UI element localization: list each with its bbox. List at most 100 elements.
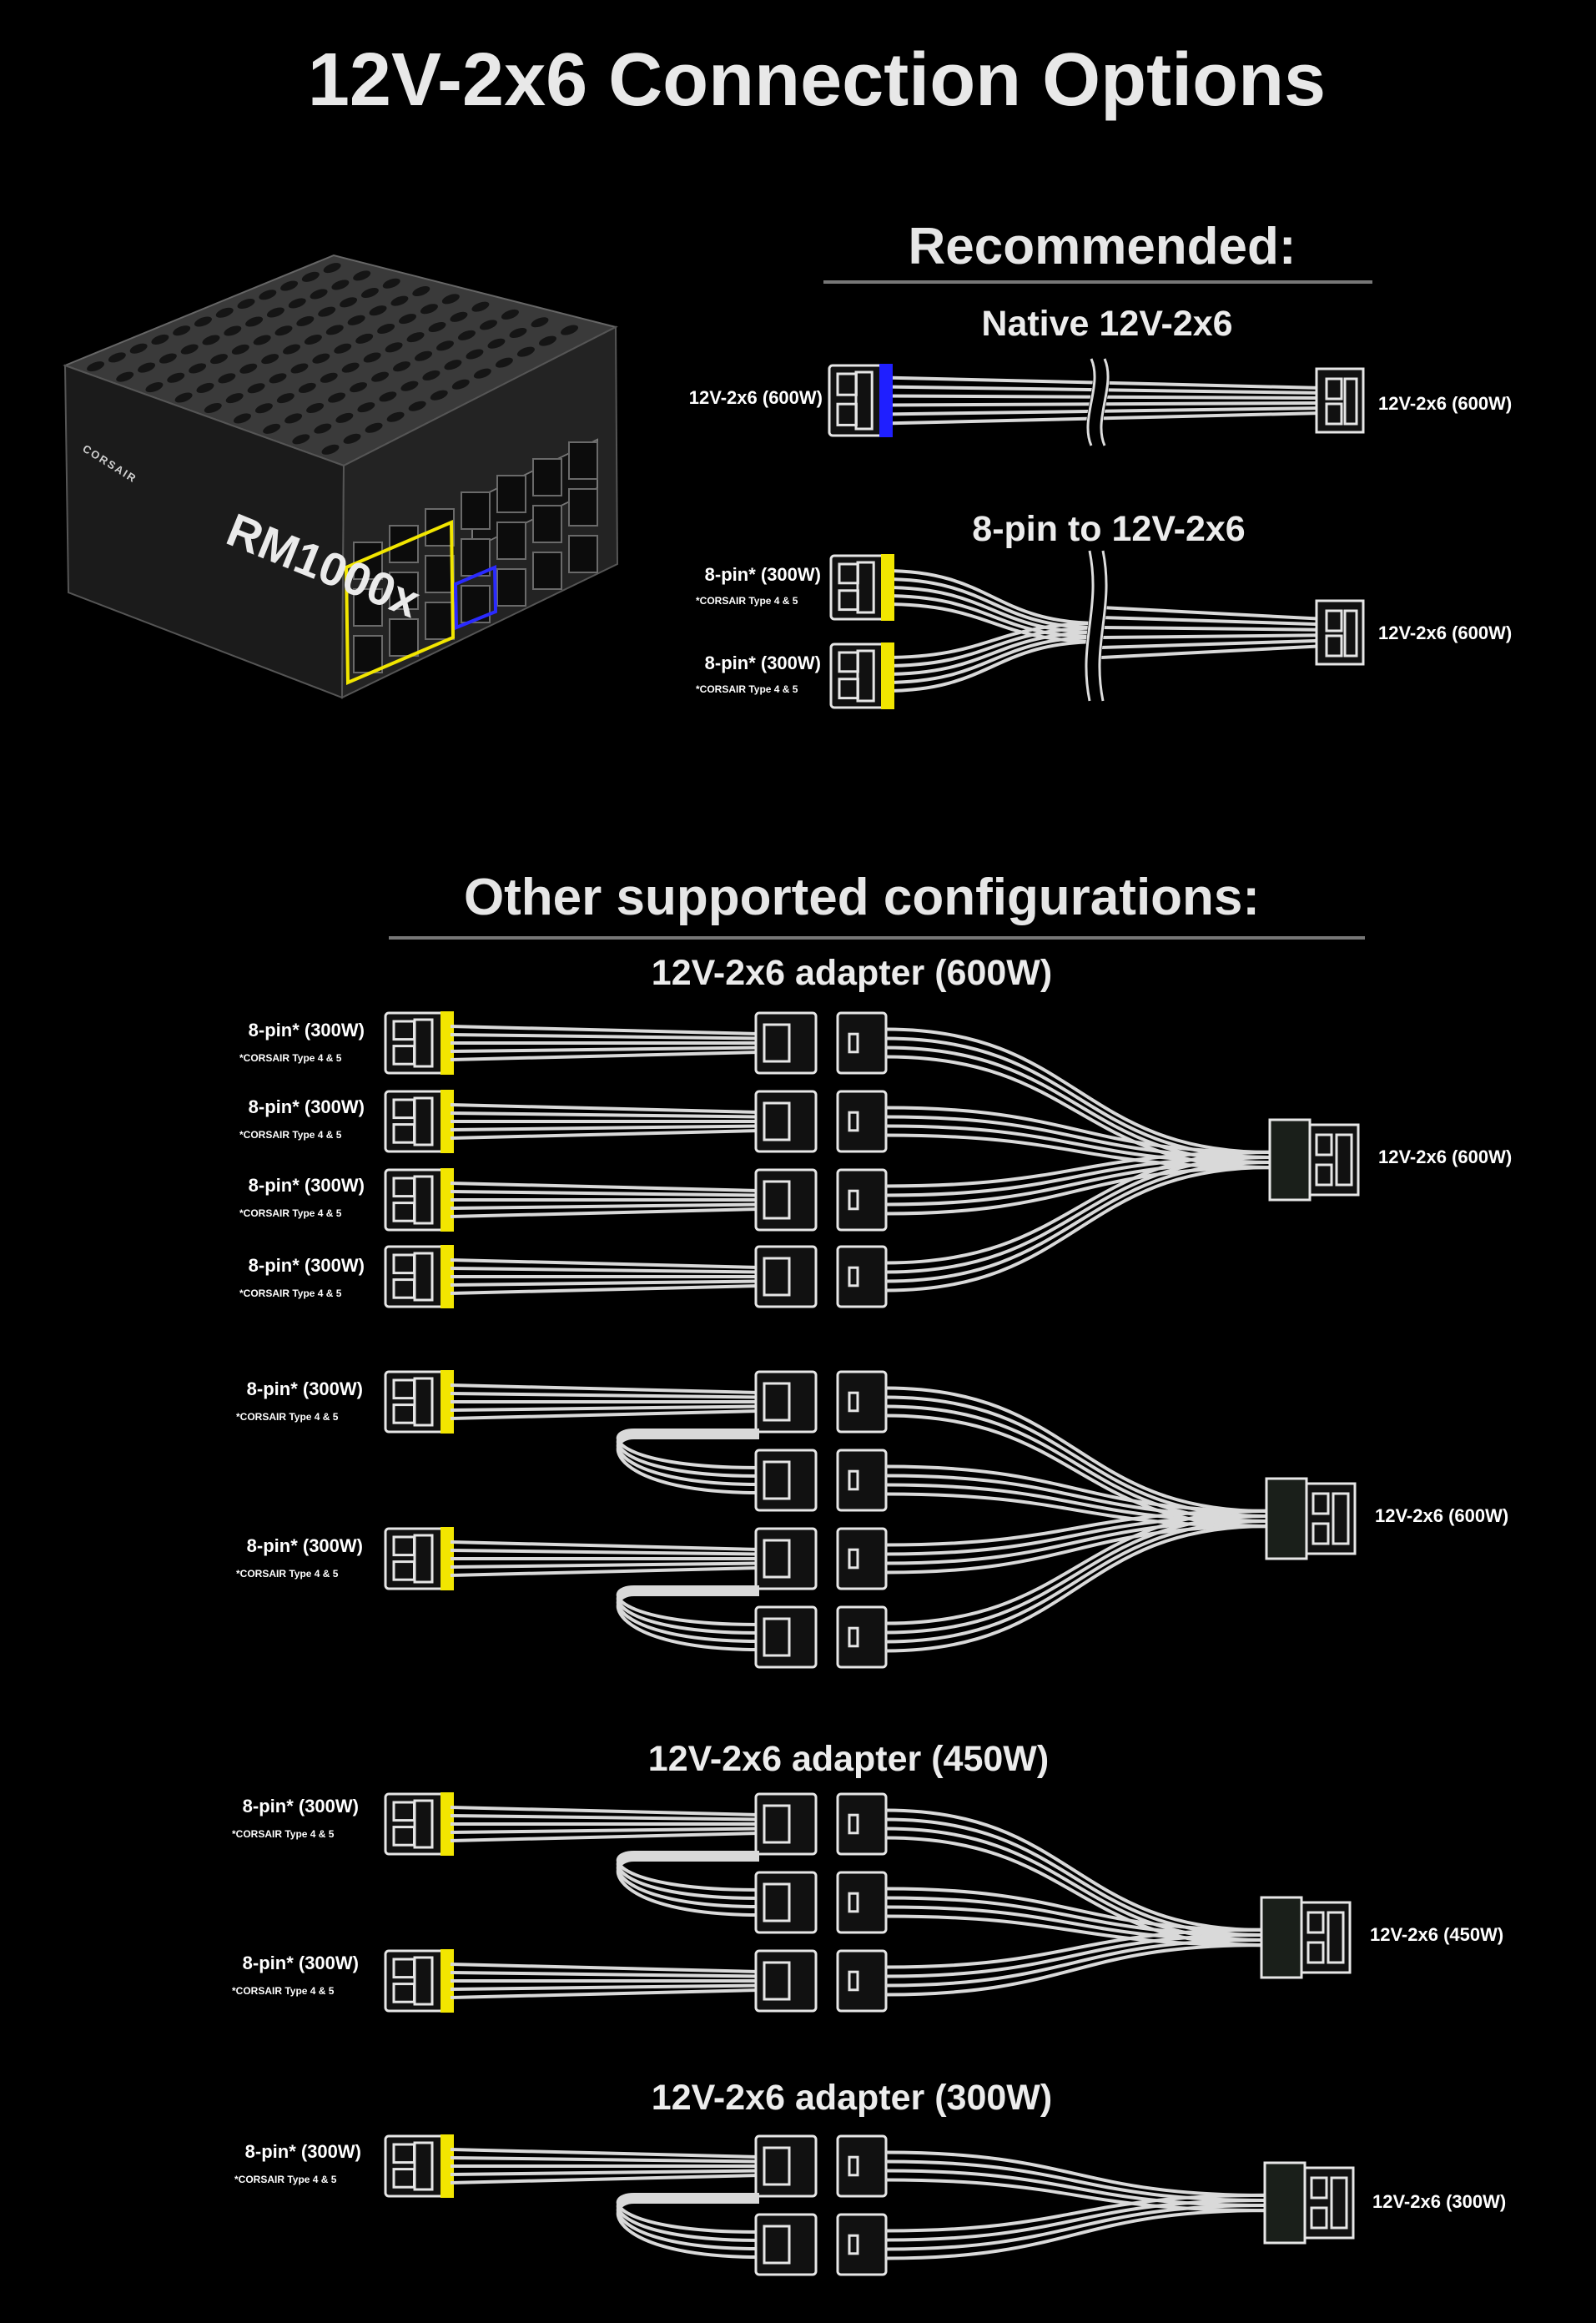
wire (450, 1182, 760, 1192)
connector-latch (413, 1018, 434, 1068)
native-left-label: 12V-2x6 (600W) (689, 387, 823, 408)
grille-hole (386, 411, 405, 422)
grille-hole (145, 382, 164, 393)
other-heading: Other supported configurations: (464, 869, 1260, 926)
socket-body (836, 1527, 888, 1590)
a450-label-2: 8-pin* (300W) (243, 1953, 359, 1973)
extension-end (754, 2213, 818, 2276)
adapter-450-diagram (384, 1792, 1352, 2013)
socket-body (836, 1168, 888, 1232)
extension-end (754, 1370, 818, 1434)
extension-pin (763, 1023, 791, 1063)
grille-hole (253, 335, 271, 345)
grille-hole (225, 393, 244, 404)
adapter-600-two-input-diagram (384, 1370, 1357, 1669)
adapter-300-title: 12V-2x6 adapter (300W) (652, 2078, 1052, 2118)
a600-two-note-2: *CORSAIR Type 4 & 5 (236, 1568, 339, 1580)
pcie-8pin-connector (384, 1168, 454, 1232)
a600-four-note-3: *CORSAIR Type 4 & 5 (239, 1207, 342, 1219)
grille-hole (466, 349, 484, 360)
adapter-socket (836, 1871, 888, 1934)
grille-hole (298, 382, 316, 393)
native-12v-2x6-cable (828, 355, 1365, 449)
wire (450, 1561, 760, 1569)
extension-end (754, 1527, 818, 1590)
grille-hole (509, 327, 527, 339)
grille-hole (399, 314, 416, 325)
pcie-port-highlight (344, 519, 456, 686)
wire-bundle (450, 1540, 760, 1577)
wire (885, 1509, 1267, 1547)
wire (616, 1436, 760, 1494)
extension-pin (763, 1257, 791, 1297)
connector-marker (881, 554, 894, 621)
grille-hole (284, 413, 303, 424)
wire (1100, 638, 1319, 649)
pcie-8pin-connector (828, 364, 893, 437)
grille-hole (365, 422, 383, 433)
a600-four-note-2: *CORSAIR Type 4 & 5 (239, 1129, 342, 1141)
socket-key (848, 1189, 859, 1211)
hub-face (1308, 1123, 1360, 1197)
wire-bundle (885, 1150, 1271, 1293)
pcie-8pin-connector (384, 1370, 454, 1434)
socket-body (836, 2213, 888, 2276)
grille-hole (204, 402, 222, 413)
wire (616, 1590, 760, 1643)
a450-label-1: 8-pin* (300W) (243, 1796, 359, 1817)
socket-key (848, 1266, 859, 1287)
psu-port (532, 552, 562, 590)
wire (1100, 606, 1319, 621)
extension-pin (763, 1460, 791, 1500)
adapter-socket (836, 2134, 888, 2198)
grille-hole (151, 334, 169, 345)
grille-hole (353, 270, 371, 281)
extension-pin (763, 1961, 791, 2001)
eight-pin-label-1: 8-pin* (300W) (705, 564, 821, 585)
wire (885, 1150, 1271, 1188)
psu-port (568, 535, 598, 573)
break-line (1098, 550, 1108, 702)
pcie-8pin-connector (384, 2134, 454, 2198)
wire (450, 1258, 760, 1269)
wire (885, 1932, 1262, 1978)
wire (885, 2204, 1266, 2251)
socket-key (848, 1391, 859, 1413)
wire (450, 1963, 760, 1973)
a600-four-note-4: *CORSAIR Type 4 & 5 (239, 1287, 342, 1299)
wire (450, 1983, 760, 1991)
split-loop (616, 1429, 760, 1494)
grille-hole (363, 352, 381, 363)
wire (885, 1938, 1262, 1988)
wire (884, 631, 1102, 676)
grille-hole (261, 354, 279, 365)
split-loop (616, 1851, 760, 1917)
wire (616, 1585, 760, 1626)
grille-hole (306, 402, 325, 414)
wire-bundle (885, 1927, 1262, 1997)
wire (450, 1827, 760, 1834)
hub-pin (1312, 1492, 1330, 1515)
pcie-8pin-connector (384, 1792, 454, 1856)
extension-end (754, 1090, 818, 1153)
psu-port (353, 588, 383, 627)
wire (450, 1540, 760, 1551)
grille-hole (450, 311, 468, 322)
hub-pin (1327, 1911, 1345, 1964)
grille-hole (340, 297, 358, 308)
grille-hole (202, 335, 220, 345)
a600-four-label-2: 8-pin* (300W) (249, 1096, 365, 1117)
connector-latch (413, 1175, 434, 1225)
socket-key (848, 2155, 859, 2177)
grille-hole (318, 306, 336, 317)
eight-pin-to-12v-2x6-cable (829, 549, 1365, 709)
wire (885, 2193, 1266, 2233)
psu-port-grid (353, 441, 598, 673)
wire (884, 635, 1102, 684)
grille-hole (159, 353, 177, 364)
wire (450, 1409, 760, 1420)
adapter-socket (836, 2213, 888, 2276)
wire (885, 1150, 1271, 1265)
wire-bundle (1100, 606, 1319, 659)
a300-label-1: 8-pin* (300W) (245, 2141, 361, 2162)
